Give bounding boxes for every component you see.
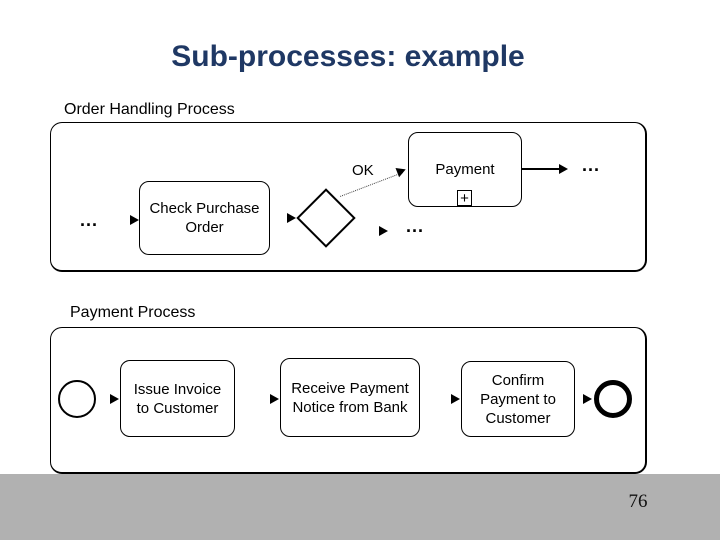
end-event-circle: [594, 380, 632, 418]
task-confirm-payment: Confirm Payment to Customer: [461, 361, 575, 437]
task-confirm-payment-label: Confirm Payment to Customer: [480, 371, 556, 427]
flow-arrowhead-icon: [451, 394, 460, 404]
outgoing-flow-placeholder: ...: [582, 155, 601, 175]
flow-arrowhead-icon: [270, 394, 279, 404]
flow-arrowhead-icon: [287, 213, 296, 223]
plus-sign: +: [460, 189, 469, 207]
slide-title: Sub-processes: example: [171, 40, 525, 73]
task-check-purchase-order: Check Purchase Order: [139, 181, 270, 255]
subprocess-plus-marker-icon: +: [457, 190, 472, 206]
flow-arrowhead-icon: [559, 164, 568, 174]
page-number: 76: [628, 491, 648, 512]
task-check-purchase-order-label: Check Purchase Order: [149, 200, 260, 236]
outgoing-flow-connector: [522, 168, 560, 170]
incoming-flow-placeholder: ...: [80, 210, 99, 230]
start-event-circle: [58, 380, 96, 418]
flow-arrowhead-icon: [583, 394, 592, 404]
flow-arrowhead-icon: [130, 215, 139, 225]
payment-process-label: Payment Process: [70, 304, 196, 321]
subprocess-payment-label: Payment: [435, 161, 495, 178]
branch-flow-arrowhead-icon: [379, 226, 388, 236]
task-receive-payment: Receive Payment Notice from Bank: [280, 358, 420, 437]
task-issue-invoice-label: Issue Invoice to Customer: [133, 380, 222, 417]
order-process-label: Order Handling Process: [64, 101, 235, 118]
flow-arrowhead-icon: [110, 394, 119, 404]
footer-bar: [0, 474, 720, 540]
gateway-ok-label: OK: [352, 162, 374, 179]
task-receive-payment-label: Receive Payment Notice from Bank: [291, 379, 409, 416]
task-issue-invoice: Issue Invoice to Customer: [120, 360, 235, 437]
branch-flow-placeholder: ...: [406, 216, 425, 236]
